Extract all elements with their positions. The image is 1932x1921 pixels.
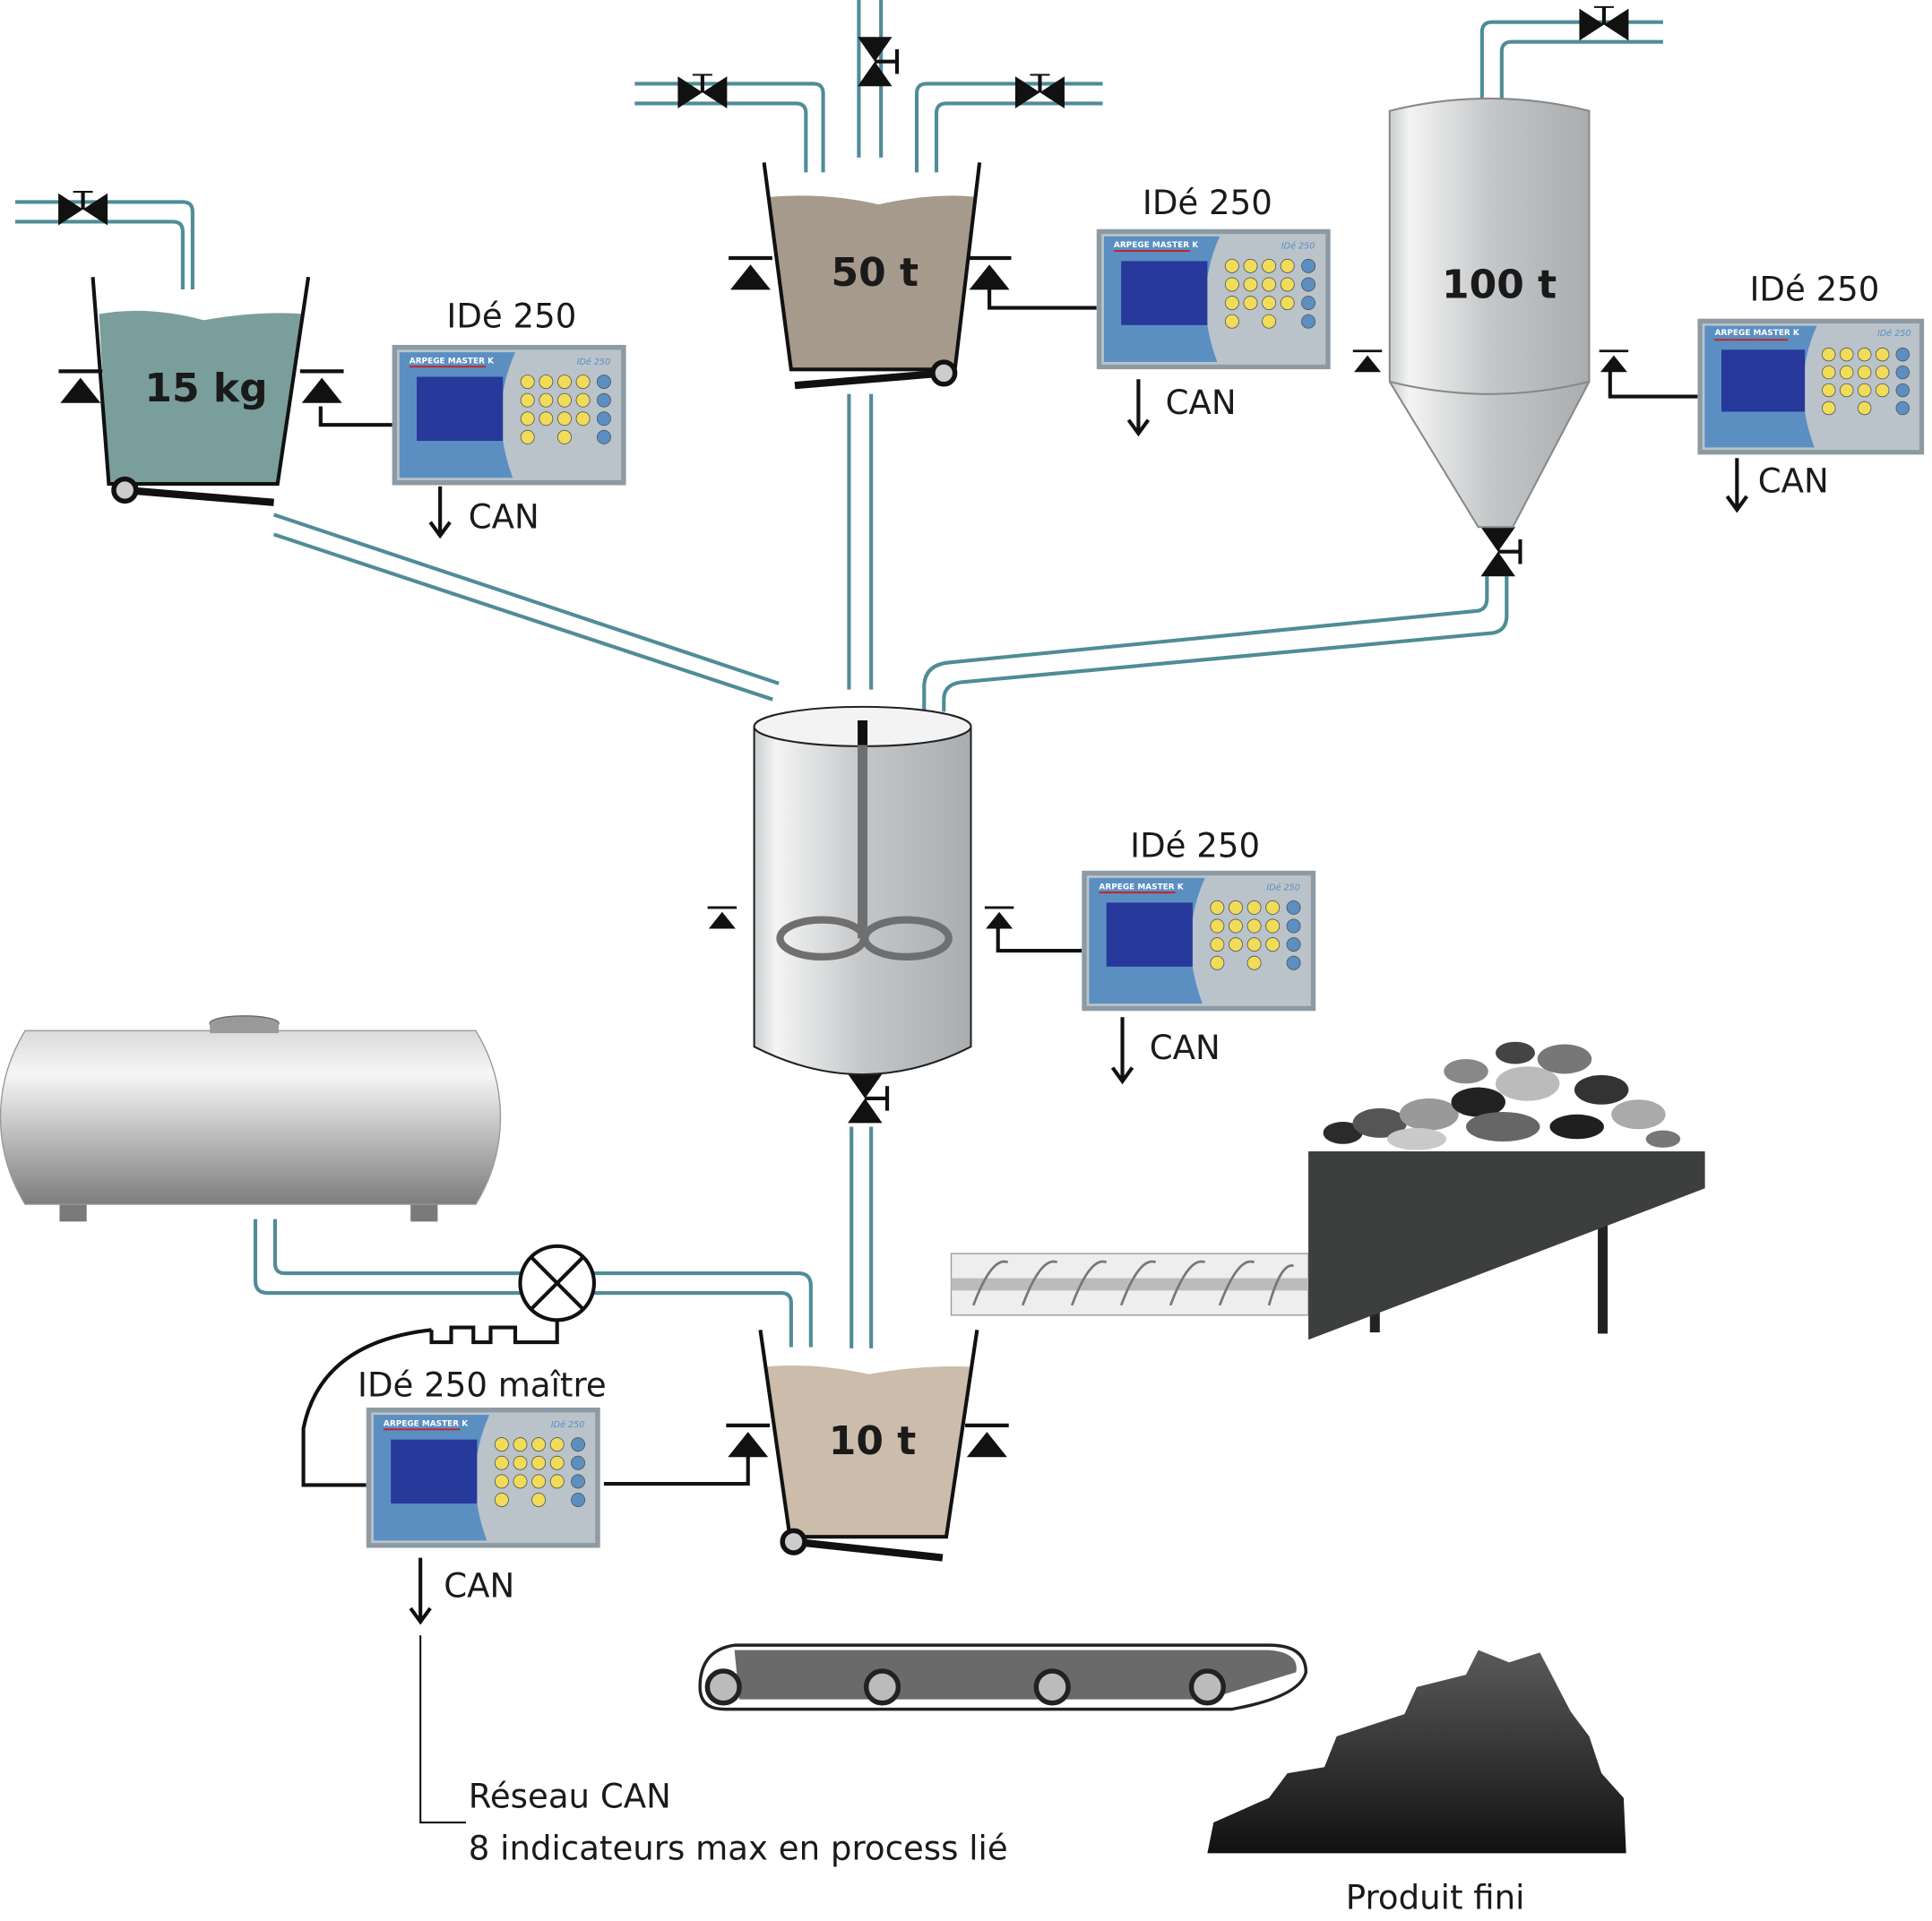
load-cell-icon [983,906,1016,931]
indicator-model: IDé 250 [577,357,611,367]
indicator-label: IDé 250 [1130,827,1260,866]
can-label: CAN [1150,1029,1220,1067]
load-cell-icon [965,1426,1009,1458]
network-note: 8 indicateurs max en process lié [469,1829,1008,1867]
indicator-brand: ARPEGE MASTER K [410,357,495,366]
load-cell-icon [1350,349,1384,375]
silo-100t: 100 t [1388,97,1591,529]
storage-tank [0,1015,502,1222]
tank-50t: 50 t [762,162,982,390]
screw-conveyor [950,1253,1309,1316]
indicator-brand: ARPEGE MASTER K [1715,329,1800,338]
raw-material-pile [1323,1041,1681,1150]
tank-15kg: 15 kg [91,276,311,506]
indicator-model: IDé 250 [551,1419,585,1430]
tank-10t: 10 t [758,1330,979,1562]
indicator-label: IDé 250 [1749,270,1879,308]
load-cell-icon [705,906,738,931]
can-bus-line [419,1635,467,1824]
belt-conveyor [698,1643,1308,1711]
load-cell-icon [300,371,344,403]
silo-100t-label: 100 t [1442,263,1557,308]
load-cell-icon [729,258,772,290]
indicator-panel[interactable] [1697,318,1925,455]
indicator-100t[interactable]: IDé 250 ARPEGE MASTER K IDé 250 CAN [1697,270,1925,513]
can-label: CAN [469,498,539,537]
product-label: Produit fini [1346,1878,1525,1917]
indicator-brand: ARPEGE MASTER K [1099,883,1184,892]
load-cell-icon [1597,349,1630,375]
indicator-label: IDé 250 [446,297,576,336]
indicator-15kg[interactable]: IDé 250 ARPEGE MASTER K IDé 250 CAN [392,297,626,539]
flow-meter [301,1244,597,1487]
can-label: CAN [444,1567,514,1606]
indicator-mixer[interactable]: IDé 250 ARPEGE MASTER K IDé 250 CAN [1082,827,1316,1085]
indicator-master[interactable]: IDé 250 maître ARPEGE MASTER K IDé 250 C… [358,1366,607,1625]
tank-10t-label: 10 t [829,1418,917,1464]
load-cell-icon [968,258,1012,290]
can-label: CAN [1166,383,1237,422]
load-cell-icon [58,371,102,403]
load-cell-icon [726,1426,770,1458]
valve-mixer-outlet[interactable] [848,1073,887,1123]
pulse-signal-line [429,1320,559,1345]
indicator-50t[interactable]: IDé 250 ARPEGE MASTER K IDé 250 CAN [1096,184,1331,437]
indicator-label: IDé 250 [1143,184,1272,222]
hopper [1308,1041,1705,1340]
pipes [14,0,1663,1348]
indicator-model: IDé 250 [1281,241,1315,252]
can-label: CAN [1758,462,1829,501]
valve-50t-inlet-top[interactable] [858,37,897,86]
valve-100t-inlet[interactable] [1579,6,1628,40]
indicator-label: IDé 250 maître [358,1366,607,1405]
tank-50t-label: 50 t [832,250,919,296]
agitator-blade [861,916,953,960]
indicator-brand: ARPEGE MASTER K [384,1420,469,1429]
tank-15kg-label: 15 kg [144,366,267,411]
indicator-model: IDé 250 [1877,328,1911,339]
finished-product-pile [1207,1650,1626,1854]
valve-100t-outlet[interactable] [1480,527,1520,576]
mixer-vessel [753,705,972,1076]
network-title: Réseau CAN [469,1778,671,1816]
indicator-model: IDé 250 [1266,883,1300,893]
indicator-brand: ARPEGE MASTER K [1114,241,1199,250]
